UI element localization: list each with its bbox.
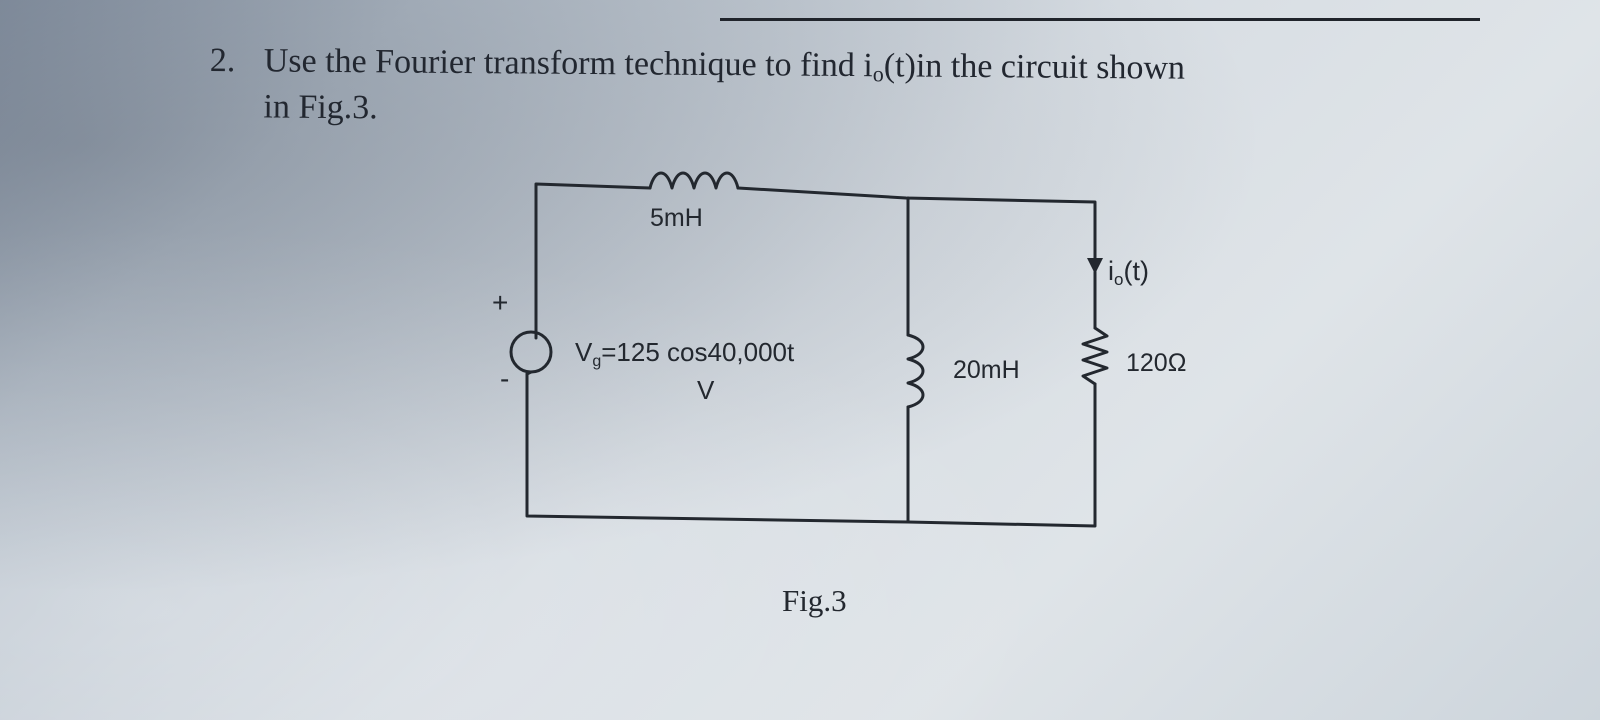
resistor-zigzag [1081,326,1109,386]
source-plus-sign: + [492,287,508,318]
bottom-wire [525,372,910,524]
source-unit-label: V [697,375,715,405]
load-resistor-label: 120Ω [1126,349,1186,377]
shunt-inductor-label: 20mH [953,356,1020,384]
current-arrow-icon [1087,258,1103,274]
figure-caption: Fig.3 [782,583,847,618]
voltage-source-symbol [509,330,553,374]
shunt-inductor-coil [906,333,925,409]
current-label: io(t) [1108,256,1149,289]
series-inductor-coil [648,171,740,190]
left-top-wire [534,182,652,340]
right-lower-wire [906,382,1097,528]
top-wire [736,186,1097,260]
source-minus-sign: - [500,363,509,394]
source-value-label: Vg=125 cos40,000t [575,337,795,370]
page-header-rule [720,0,1480,21]
series-inductor-label: 5mH [650,204,703,232]
